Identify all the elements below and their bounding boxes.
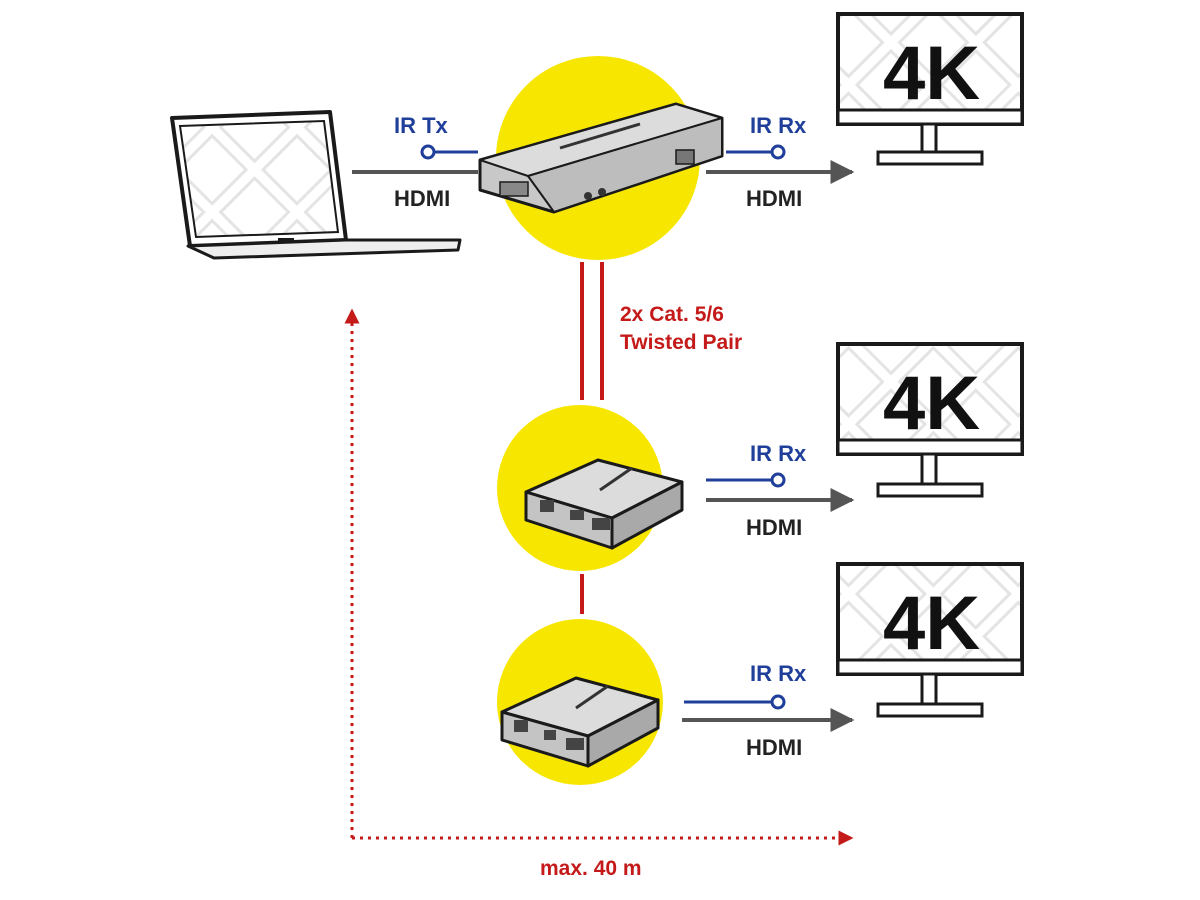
- ir-tx-line: [420, 144, 478, 160]
- receiver-2-device-icon: [500, 676, 660, 768]
- cable-label-line1: 2x Cat. 5/6: [620, 303, 724, 326]
- hdmi-input-label: HDMI: [394, 186, 451, 211]
- ir-rx-label-3: IR Rx: [750, 661, 807, 686]
- receiver-1-device-icon: [524, 458, 684, 550]
- hdmi-output-label-3: HDMI: [746, 735, 803, 760]
- distance-indicator: [344, 308, 854, 846]
- twisted-pair-cable: [580, 262, 604, 614]
- monitor-1-screen-text: 4K: [883, 31, 981, 116]
- ir-rx-label-1: IR Rx: [750, 113, 807, 138]
- transmitter-device-icon: [478, 102, 724, 214]
- monitor-3-icon: [836, 562, 1024, 718]
- hdmi-output-label-2: HDMI: [746, 515, 803, 540]
- ir-rx-line-1: [726, 144, 786, 160]
- monitor-1-icon: [836, 12, 1024, 166]
- ir-tx-label: IR Tx: [394, 113, 448, 138]
- monitor-3-screen-text: 4K: [883, 581, 981, 666]
- monitor-2-icon: [836, 342, 1024, 498]
- cable-label-line2: Twisted Pair: [620, 331, 743, 354]
- distance-label: max. 40 m: [540, 857, 642, 880]
- ir-rx-line-2: [706, 472, 786, 488]
- hdmi-output-label-1: HDMI: [746, 186, 803, 211]
- ir-rx-line-3: [684, 694, 786, 710]
- monitor-2-screen-text: 4K: [883, 361, 981, 446]
- ir-rx-label-2: IR Rx: [750, 441, 807, 466]
- laptop-icon: [170, 110, 462, 260]
